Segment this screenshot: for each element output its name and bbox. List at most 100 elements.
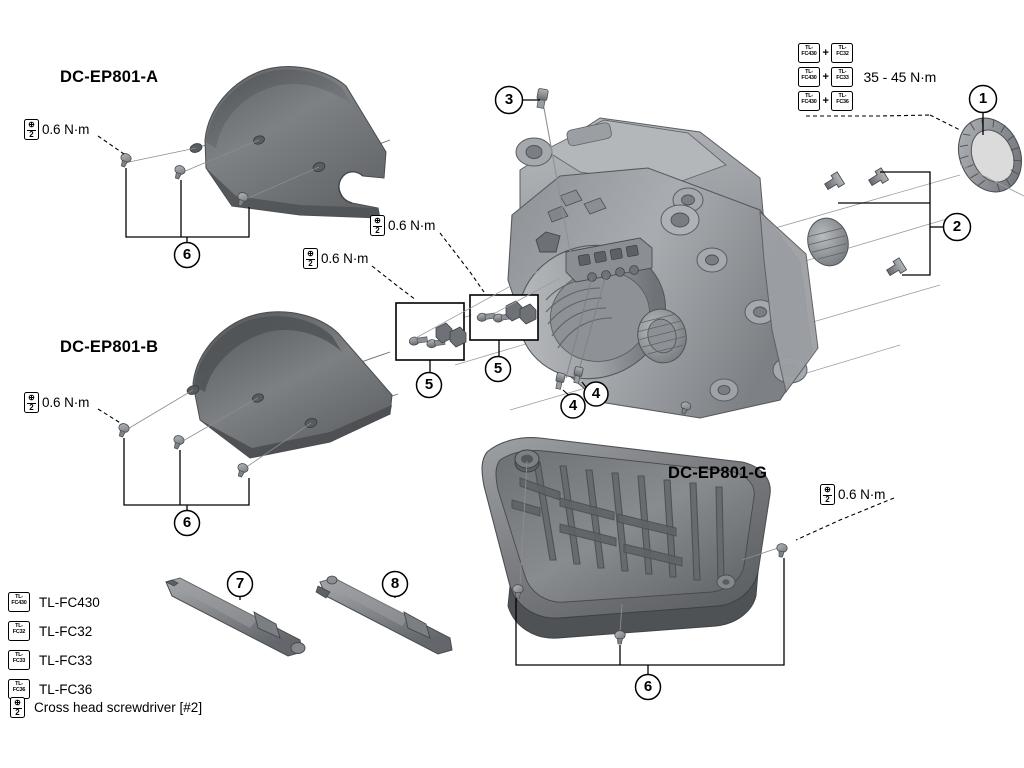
cover-b-body (192, 311, 393, 459)
screwdriver-icon: ⊕ 2 (24, 392, 39, 413)
motor-mounting-lugs (515, 137, 808, 402)
cover-b-screws (118, 423, 249, 478)
torque-callout-cover-b: ⊕ 2 0.6 N·m (24, 392, 89, 413)
cover-a-highlight (206, 69, 352, 148)
torque-callout-clip-upper: ⊕ 2 0.6 N·m (370, 215, 435, 236)
spec-box-leader (806, 114, 931, 117)
spec-row-2: TL- FC430 + TL- FC33 35 - 45 N·m (798, 66, 936, 87)
tool-icon-fc430: TL- FC430 (798, 90, 820, 111)
callout-number-c1: 1 (978, 90, 988, 107)
cover-a-notch (338, 171, 364, 204)
torque-value-cover-b: 0.6 N·m (42, 395, 90, 410)
torque-value-clip-lower: 0.6 N·m (321, 251, 369, 266)
torque-value-cover-a: 0.6 N·m (42, 122, 90, 137)
plus-sign: + (822, 46, 829, 59)
callout-balloons (173, 84, 998, 701)
screwdriver-icon: ⊕ 2 (820, 484, 835, 505)
cover-g-explode-axes (519, 460, 779, 633)
callout-circle-6a (173, 241, 201, 269)
cover-a-explode-axes (128, 139, 320, 200)
callout-number-c8: 8 (390, 575, 400, 592)
cover-g-grommet (514, 449, 540, 473)
callout-circle-5a (415, 371, 443, 399)
tool-icon-fc36: TL- FC36 (8, 679, 30, 699)
cover-b-assembly (97, 311, 399, 513)
cover-b-callout-bracket (123, 438, 250, 513)
legend-item-fc33: TL- FC33 TL-FC33 (8, 650, 92, 670)
callout-number-c7: 7 (235, 575, 245, 592)
tool-icon-fc430: TL- FC430 (798, 66, 820, 87)
motor-lower-bolt (680, 401, 692, 415)
cover-g-assembly (481, 437, 895, 677)
cover-g-lower-lip (507, 571, 759, 639)
spec-row-1: TL- FC430 + TL- FC32 (798, 42, 936, 63)
legend-item-screwdriver: ⊕ 2 Cross head screwdriver [#2] (10, 697, 202, 718)
cover-a-assembly (97, 66, 391, 245)
callout-circle-5b (484, 355, 512, 383)
motor-unit (419, 88, 961, 419)
cover-a-lower-fold (206, 168, 380, 218)
tool-icon-fc32: TL- FC32 (831, 42, 854, 63)
torque-value-clip-upper: 0.6 N·m (388, 218, 436, 233)
part-1-dashed-leader (929, 114, 961, 131)
plus-sign: + (822, 94, 829, 107)
callout-circle-8 (381, 570, 409, 598)
callout-circle-2 (942, 212, 972, 242)
legend-item-fc430: TL- FC430 TL-FC430 (8, 592, 100, 612)
part-5-box-left (395, 302, 467, 375)
callout-circle-6c (634, 673, 662, 701)
callout-circle-6b (173, 509, 201, 537)
part-1-axis (959, 163, 1024, 197)
cover-b-explode-axes (125, 389, 312, 469)
part-5-box-right (469, 294, 539, 359)
part-title-cover-g: DC-EP801-G (668, 464, 768, 482)
tool-7 (165, 574, 306, 657)
motor-cable-clips (547, 189, 607, 223)
legend-item-fc36: TL- FC36 TL-FC36 (8, 679, 92, 699)
legend-label-fc36: TL-FC36 (39, 681, 93, 697)
tool-icon-fc33: TL- FC33 (831, 66, 854, 87)
cover-b-torque-leader (97, 408, 123, 425)
torque-value-cover-g: 0.6 N·m (838, 487, 886, 502)
torque-callout-cover-a: ⊕ 2 0.6 N·m (24, 119, 89, 140)
cover-g-torque-leader (795, 497, 895, 541)
tool-icon-fc33: TL- FC33 (8, 650, 30, 670)
callout-number-c6c: 6 (643, 678, 653, 695)
cover-a-screws (120, 153, 249, 207)
cover-g-mount-pad (716, 574, 736, 590)
part-3-bolt (536, 88, 573, 263)
motor-right-flange (759, 210, 819, 394)
legend-label-fc32: TL-FC32 (39, 623, 93, 639)
screwdriver-icon: ⊕ 2 (303, 248, 318, 269)
legend-label-screwdriver: Cross head screwdriver [#2] (34, 700, 203, 715)
motor-spline-left (637, 308, 687, 364)
callout-number-c6a: 6 (182, 246, 192, 263)
cover-g-screws (512, 543, 788, 645)
torque-callout-cover-g: ⊕ 2 0.6 N·m (820, 484, 885, 505)
tool-icon-fc430: TL- FC430 (8, 592, 30, 612)
tool-icon-fc430: TL- FC430 (798, 42, 820, 63)
screwdriver-icon: ⊕ 2 (24, 119, 39, 140)
legend-label-fc33: TL-FC33 (39, 652, 93, 668)
callout-circle-1 (968, 84, 998, 114)
torque-spec-box: TL- FC430 + TL- FC32 TL- FC430 + TL- FC3… (798, 42, 936, 114)
part-1-lockring (957, 117, 1023, 193)
cover-g-diagonal-ribs (511, 477, 683, 567)
part-title-cover-a: DC-EP801-A (60, 68, 159, 86)
tool-icon-fc32: TL- FC32 (8, 621, 30, 641)
legend-label-fc430: TL-FC430 (39, 594, 100, 610)
motor-connector-block (535, 231, 653, 379)
callout-number-c2: 2 (952, 218, 962, 235)
part-5-explode-axes (411, 269, 561, 341)
motor-top-boss (566, 122, 612, 147)
callout-circle-7 (226, 570, 254, 598)
part-title-cover-b: DC-EP801-B (60, 338, 159, 356)
callout-number-c5b: 5 (493, 360, 503, 377)
cover-b-lower-fold (200, 405, 392, 458)
torque-callout-clip-lower: ⊕ 2 0.6 N·m (303, 248, 368, 269)
part-2-bracket (838, 171, 944, 276)
callout-number-c4a: 4 (591, 385, 601, 402)
part-4-bolts (555, 366, 590, 400)
tool-icon-fc36: TL- FC36 (831, 90, 854, 111)
